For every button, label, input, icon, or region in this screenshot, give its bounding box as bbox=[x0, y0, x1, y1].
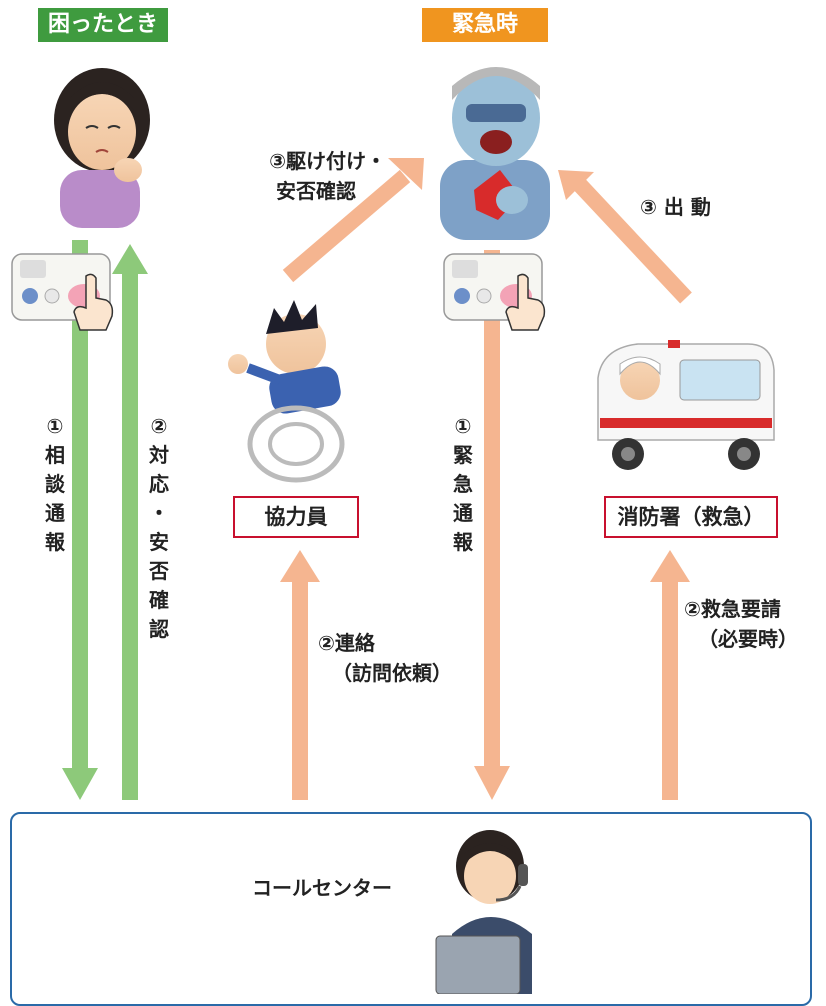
rush-label-line1: ③駆け付け・ bbox=[269, 149, 386, 173]
contact-label: ②連絡 （訪問依頼） bbox=[318, 628, 452, 688]
diagram-canvas bbox=[11, 67, 775, 800]
rush-label-line2: 安否確認 bbox=[276, 179, 356, 203]
response-label: ② 対 応 ・ 安 否 確 認 bbox=[146, 412, 172, 644]
rush-arrow bbox=[282, 158, 424, 283]
consult-char: 通 bbox=[45, 501, 65, 525]
header-trouble: 困ったとき bbox=[38, 8, 168, 42]
ambulance-request-line2: （必要時） bbox=[698, 627, 798, 651]
emergency-call-char: 報 bbox=[453, 530, 473, 554]
emergency-call-num: ① bbox=[454, 414, 472, 438]
dispatch-arrow bbox=[558, 170, 692, 304]
fire-department-box: 消防署（救急） bbox=[604, 496, 778, 538]
emergency-call-char: 通 bbox=[453, 501, 473, 525]
running-helper-illustration bbox=[228, 300, 345, 483]
response-char: 応 bbox=[149, 472, 169, 496]
emergency-call-char: 急 bbox=[453, 472, 473, 496]
consult-char: 相 bbox=[45, 443, 65, 467]
operator-illustration bbox=[435, 830, 532, 994]
ambulance-illustration bbox=[597, 340, 775, 470]
emergency-call-label: ① 緊 急 通 報 bbox=[450, 412, 476, 557]
consult-char: 報 bbox=[45, 530, 65, 554]
rush-label: ③駆け付け・ 安否確認 bbox=[216, 146, 386, 206]
contact-arrow bbox=[280, 550, 320, 800]
contact-label-line1: ②連絡 bbox=[318, 631, 375, 655]
ambulance-request-arrow bbox=[650, 550, 690, 800]
consult-arrow bbox=[62, 240, 98, 800]
alarm-device-right bbox=[443, 253, 546, 331]
ambulance-request-line1: ②救急要請 bbox=[684, 597, 781, 621]
consult-label: ① 相 談 通 報 bbox=[42, 412, 68, 557]
consult-char: 談 bbox=[45, 472, 65, 496]
emergency-call-arrow bbox=[474, 250, 510, 800]
helper-box: 協力員 bbox=[233, 496, 359, 538]
response-char: 認 bbox=[149, 617, 169, 641]
response-num: ② bbox=[150, 414, 168, 438]
call-center-label: コールセンター bbox=[252, 876, 392, 900]
response-char: ・ bbox=[149, 501, 169, 525]
alarm-device-left bbox=[11, 253, 114, 331]
response-char: 対 bbox=[149, 443, 169, 467]
dispatch-label: ③ 出 動 bbox=[640, 195, 711, 219]
emergency-call-char: 緊 bbox=[453, 443, 473, 467]
ambulance-request-label: ②救急要請 （必要時） bbox=[684, 594, 798, 654]
response-arrow bbox=[112, 244, 148, 800]
contact-label-line2: （訪問依頼） bbox=[332, 661, 452, 685]
worried-woman-illustration bbox=[54, 68, 150, 228]
response-char: 確 bbox=[149, 588, 169, 612]
header-emergency: 緊急時 bbox=[422, 8, 548, 42]
elderly-man-emergency-illustration bbox=[440, 67, 550, 240]
consult-num: ① bbox=[46, 414, 64, 438]
call-center-panel: コールセンター bbox=[10, 812, 812, 1006]
response-char: 否 bbox=[149, 559, 169, 583]
response-char: 安 bbox=[149, 530, 169, 554]
